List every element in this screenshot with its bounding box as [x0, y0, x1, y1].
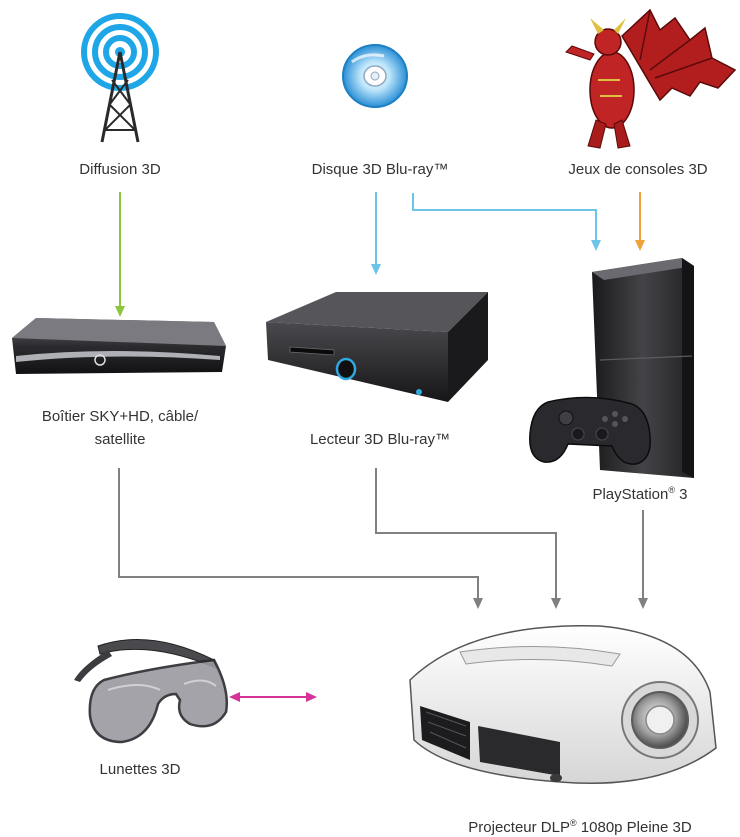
connector-disc-ps3 [412, 193, 597, 240]
settop-box-icon [12, 318, 226, 374]
label-console-games: Jeux de consoles 3D [568, 161, 708, 178]
arrowhead-settop [115, 306, 125, 317]
label-projector-b: 1080p Pleine 3D [576, 819, 692, 836]
arrowhead-player [371, 264, 381, 275]
label-bluray-player: Lecteur 3D Blu-ray™ [309, 431, 451, 448]
label-ps3: PlayStation® 3 [560, 480, 720, 505]
glasses-icon [74, 639, 228, 744]
gamepad-icon [529, 396, 651, 465]
antenna-icon [81, 13, 159, 143]
arrowhead-projector-2 [551, 598, 561, 609]
label-broadcast: Diffusion 3D [79, 161, 161, 178]
label-ps3-num: 3 [675, 486, 688, 503]
arrowhead-projector-1 [473, 598, 483, 609]
arrowhead-projector-sync [306, 692, 317, 702]
arrowhead-ps3-orange [635, 240, 645, 251]
label-settop-line1: Boîtier SKY+HD, câble/ [41, 408, 199, 425]
arrowhead-ps3-blue [591, 240, 601, 251]
projector-icon [409, 624, 717, 785]
connector-player-projector [375, 468, 557, 598]
label-bluray-disc: Disque 3D Blu-ray™ [311, 161, 449, 178]
disc-icon [342, 44, 408, 108]
label-ps3-reg: ® [668, 485, 675, 495]
bluray-player-icon [266, 292, 488, 402]
label-glasses: Lunettes 3D [99, 761, 181, 778]
label-projector: Projecteur DLP® 1080p Pleine 3D [430, 813, 730, 837]
label-projector-reg: ® [569, 818, 577, 828]
dragon-icon [565, 8, 737, 149]
connector-settop-projector [118, 468, 479, 598]
label-ps3-name: PlayStation [592, 486, 669, 503]
label-projector-a: Projecteur DLP [468, 819, 570, 836]
label-settop-line2: satellite [94, 431, 146, 448]
connectors [115, 192, 648, 702]
arrowhead-glasses [229, 692, 240, 702]
arrowhead-projector-3 [638, 598, 648, 609]
